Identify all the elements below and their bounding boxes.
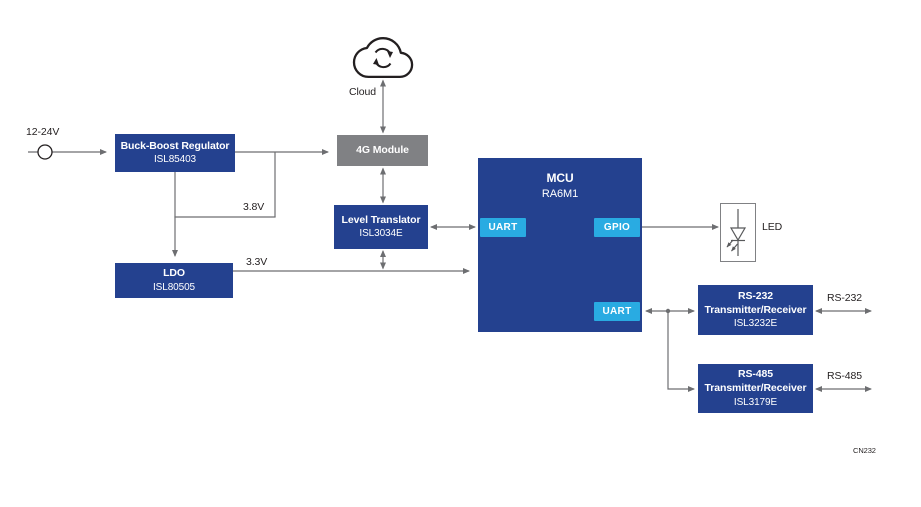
block-rs485-transceiver: RS-485 Transmitter/Receiver ISL3179E — [698, 364, 813, 413]
block-4g-module: 4G Module — [337, 135, 428, 166]
label-cn232: CN232 — [853, 446, 876, 455]
label-3v8-rail: 3.8V — [243, 201, 265, 213]
label-3v3-rail: 3.3V — [246, 256, 268, 268]
port-uart-bottom: UART — [594, 302, 640, 321]
block-mcu: MCU RA6M1 — [478, 158, 642, 332]
label-rs485: RS-485 — [827, 370, 863, 382]
block-part-number: ISL80505 — [152, 281, 196, 293]
port-uart-top: UART — [480, 218, 526, 237]
block-ldo: LDO ISL80505 — [115, 263, 233, 298]
cloud-sync-icon — [354, 38, 412, 77]
junction-dot — [665, 308, 671, 314]
label-cloud: Cloud — [349, 86, 376, 98]
block-name: Buck-Boost Regulator — [120, 139, 230, 152]
power-source-icon — [37, 144, 53, 160]
block-part-number: ISL3179E — [733, 396, 778, 408]
block-level-translator: Level Translator ISL3034E — [334, 205, 428, 249]
block-part-number: ISL3232E — [733, 318, 778, 330]
block-buck-boost: Buck-Boost Regulator ISL85403 — [115, 134, 235, 172]
led-box — [720, 203, 756, 262]
label-rs232: RS-232 — [827, 292, 863, 304]
block-part-number: ISL85403 — [153, 154, 197, 166]
block-name: 4G Module — [356, 143, 409, 156]
label-input-voltage: 12-24V — [26, 126, 60, 138]
block-rs232-transceiver: RS-232 Transmitter/Receiver ISL3232E — [698, 285, 813, 335]
block-part-number: RA6M1 — [541, 187, 579, 200]
block-part-number: ISL3034E — [359, 228, 403, 240]
block-name: Transmitter/Receiver — [704, 303, 807, 316]
port-gpio: GPIO — [594, 218, 640, 237]
block-name: LDO — [163, 267, 185, 280]
block-name: RS-232 — [737, 289, 773, 302]
label-led: LED — [762, 221, 783, 233]
block-name: Transmitter/Receiver — [704, 382, 807, 394]
block-name: RS-485 — [737, 368, 773, 381]
block-name: MCU — [546, 171, 574, 185]
block-name: Level Translator — [341, 213, 421, 226]
